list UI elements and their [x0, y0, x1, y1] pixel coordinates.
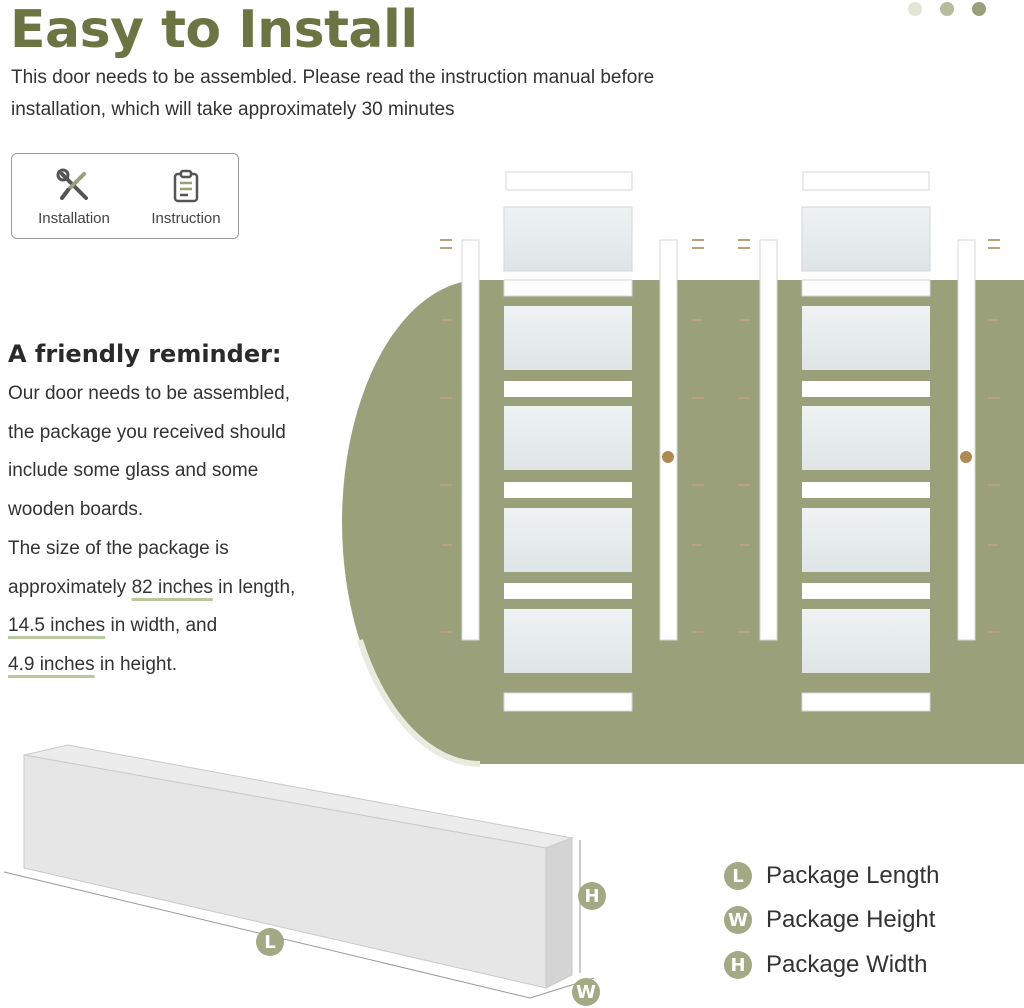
intro-line: installation, which will take approximat…: [11, 99, 455, 120]
width-value: 14.5 inches: [8, 615, 106, 637]
reminder-line: Our door needs to be assembled,: [8, 383, 291, 404]
wrench-screwdriver-icon: [56, 168, 88, 200]
text-fragment: in height.: [94, 653, 178, 675]
legend-label: Package Length: [766, 862, 940, 889]
package-box: [3, 744, 595, 999]
height-value: 4.9 inches: [8, 653, 95, 675]
reminder-body: Our door needs to be assembled, the pack…: [8, 375, 348, 685]
intro-line: This door needs to be assembled. Please …: [11, 67, 655, 88]
pagination-dots: [908, 2, 986, 16]
legend-item: H Package Width: [724, 951, 927, 979]
reminder-line: 4.9 inches in height.: [8, 646, 348, 685]
reminder-line: include some glass and some: [8, 460, 259, 482]
pagination-dot[interactable]: [908, 2, 922, 16]
legend-badge: H: [724, 951, 752, 979]
pagination-dot[interactable]: [972, 2, 986, 16]
feature-label: Instruction: [151, 210, 221, 227]
text-fragment: in width, and: [105, 615, 218, 637]
legend-label: Package Height: [766, 906, 936, 933]
feature-box: Installation Instruction: [11, 153, 239, 239]
legend-label: Package Width: [766, 951, 928, 978]
reminder-title: A friendly reminder:: [8, 340, 282, 368]
page-title: Easy to Install: [10, 0, 418, 60]
pagination-dot[interactable]: [940, 2, 954, 16]
hardware-markers: [440, 239, 1000, 633]
reminder-line: The size of the package is: [8, 537, 229, 559]
clipboard-icon: [173, 169, 199, 203]
door-panel-left: [461, 171, 678, 712]
feature-instruction: Instruction: [138, 168, 234, 227]
reminder-line: the package you received should: [8, 421, 286, 443]
text-fragment: approximately: [8, 576, 132, 598]
legend-item: L Package Length: [724, 862, 939, 890]
reminder-line: 14.5 inches in width, and: [8, 607, 348, 646]
reminder-line: wooden boards.: [8, 499, 144, 521]
feature-label: Installation: [38, 210, 110, 227]
intro-text: This door needs to be assembled. Please …: [11, 62, 811, 126]
feature-installation: Installation: [26, 168, 122, 227]
backdrop-shadow: [357, 639, 481, 767]
height-badge: H: [578, 882, 606, 910]
text-fragment: in length,: [212, 576, 296, 598]
length-value: 82 inches: [131, 576, 213, 598]
legend-badge: L: [724, 862, 752, 890]
door-panel-right: [759, 171, 976, 712]
length-badge: L: [256, 928, 284, 956]
width-badge: W: [572, 978, 600, 1006]
reminder-line: approximately 82 inches in length,: [8, 569, 348, 608]
legend-badge: W: [724, 906, 752, 934]
legend-item: W Package Height: [724, 906, 935, 934]
